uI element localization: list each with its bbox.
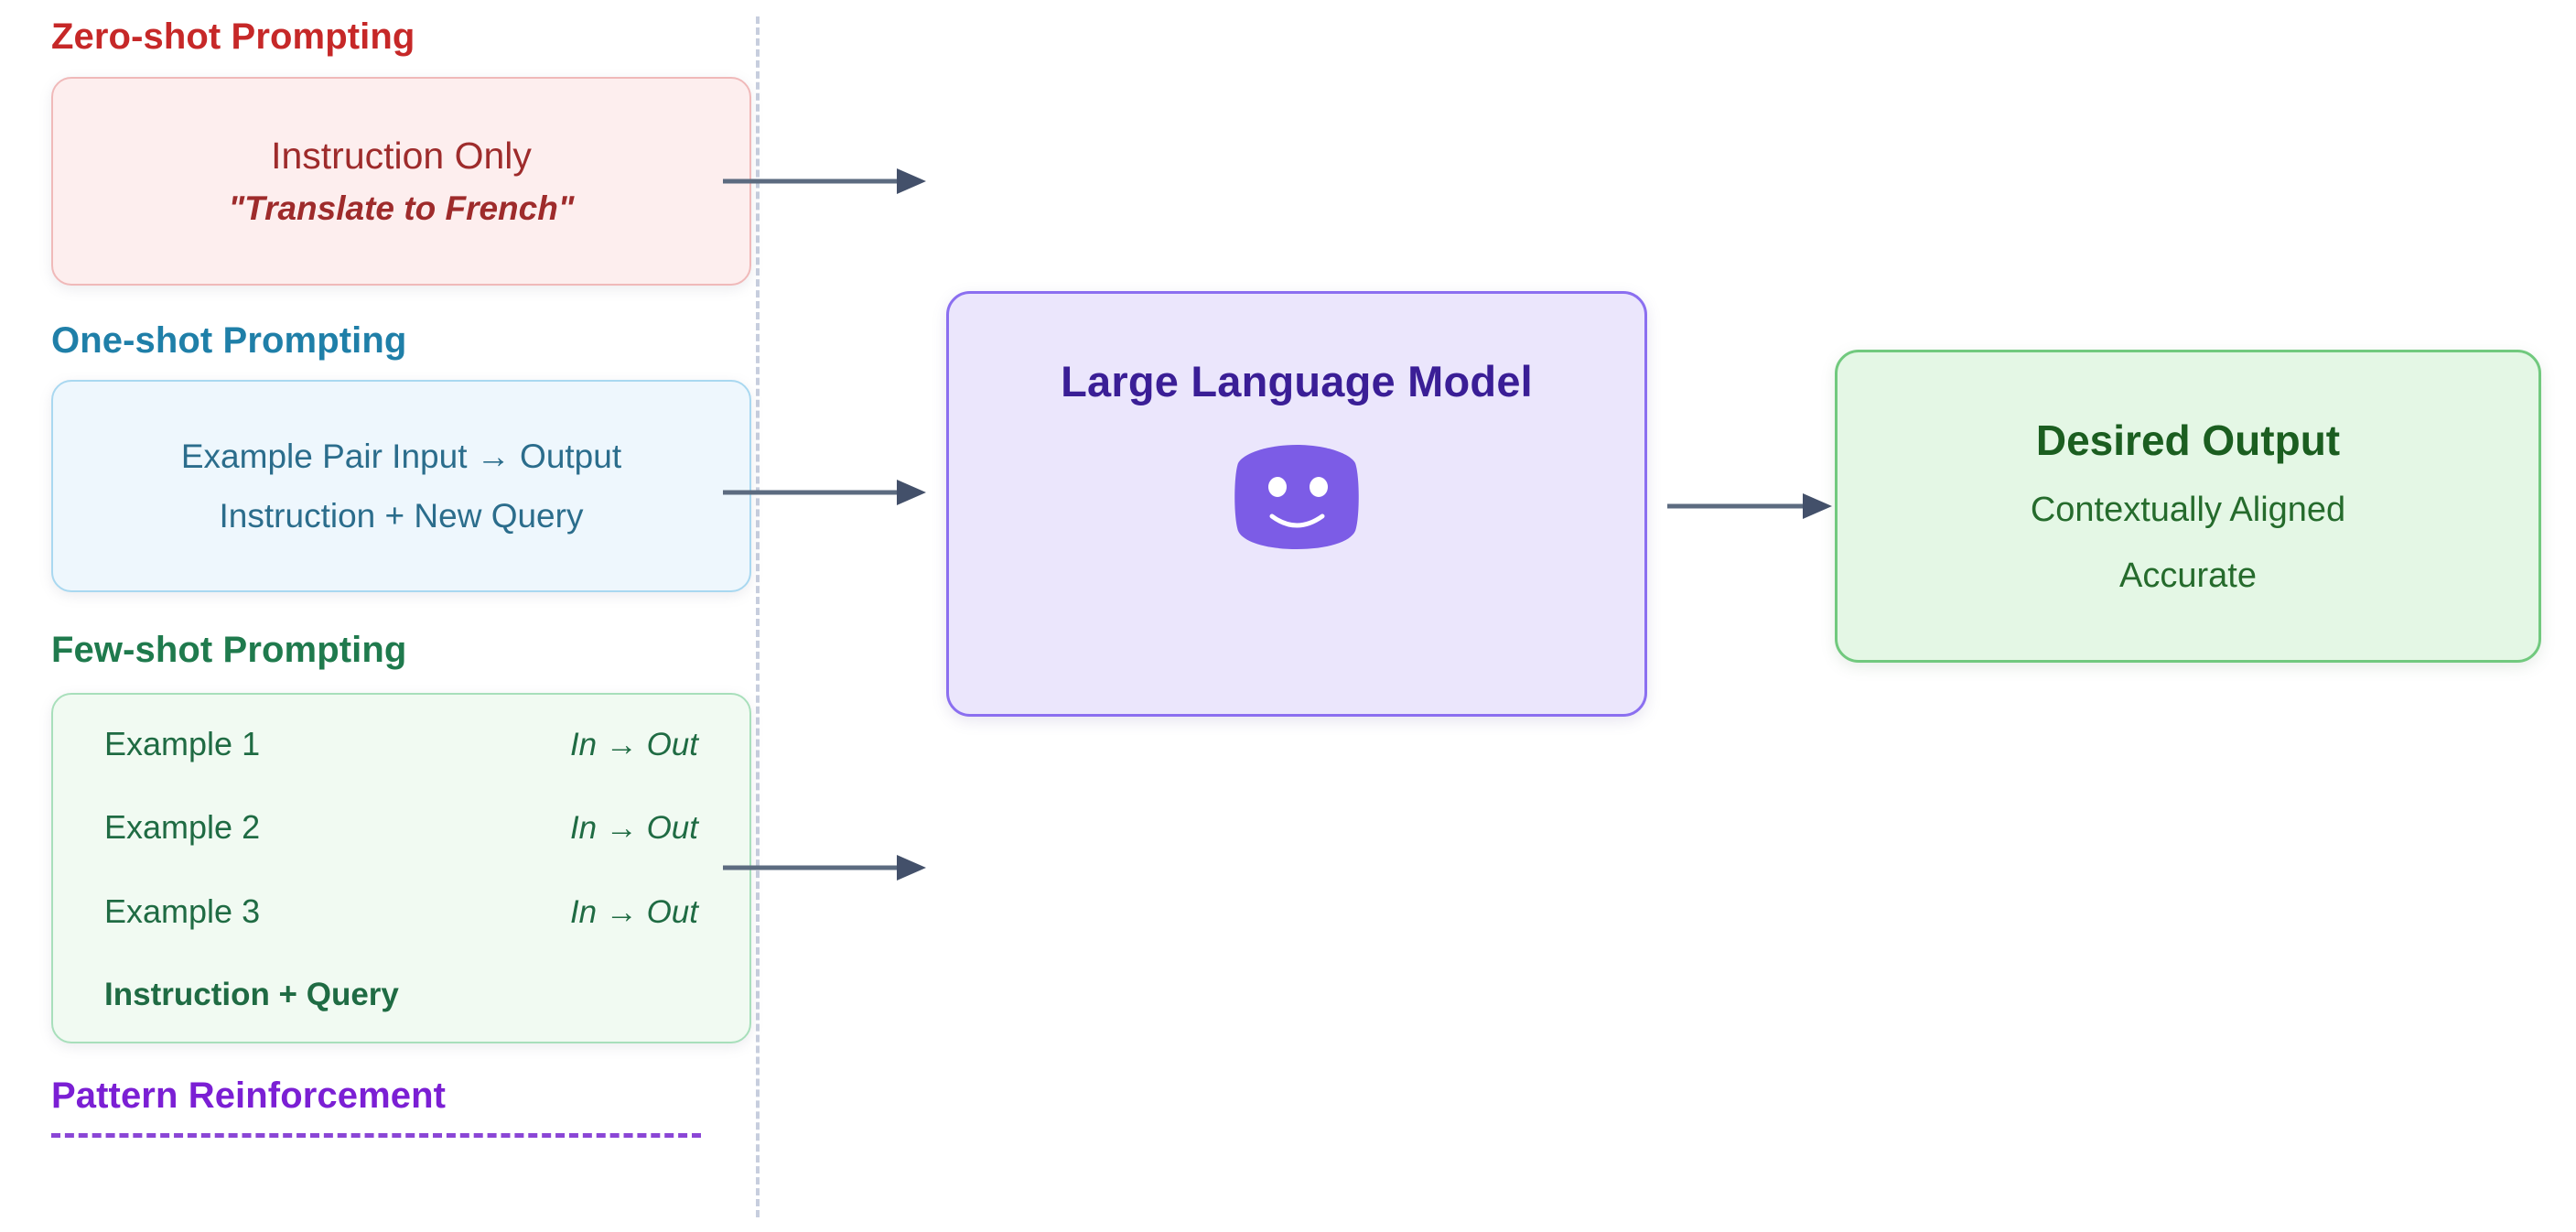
pattern-reinforcement-dashed-rule (51, 1133, 701, 1138)
one-shot-line-1: Example Pair Input → Output (180, 438, 622, 475)
model-title: Large Language Model (1061, 357, 1533, 405)
few-shot-card[interactable]: Example 1 In → Out Example 2 In → Out Ex… (51, 693, 751, 1043)
model-to-output-arrow (1667, 493, 1832, 519)
example-label: Example 2 (104, 808, 261, 847)
example-row: Example 3 In → Out (104, 892, 698, 930)
smiley-face-icon (1234, 445, 1359, 549)
one-shot-card[interactable]: Example Pair Input → Output Instruction … (51, 380, 751, 592)
example-row: Example 1 In → Out (104, 725, 698, 762)
example-label: Example 3 (104, 892, 261, 930)
zero-shot-card[interactable]: Instruction Only "Translate to French" (51, 77, 751, 286)
example-label: Example 1 (104, 725, 261, 762)
one-shot-to-model-arrow (723, 480, 926, 505)
few-shot-to-model-arrow (723, 855, 926, 881)
one-shot-line-2: Instruction + New Query (219, 497, 584, 535)
one-shot-section-title: One-shot Prompting (51, 320, 407, 361)
zero-shot-to-model-arrow (723, 168, 926, 194)
example-value: In → Out (569, 893, 698, 930)
example-value: In → Out (569, 810, 698, 847)
zero-shot-section-title: Zero-shot Prompting (51, 16, 415, 57)
large-language-model-box[interactable]: Large Language Model (946, 291, 1647, 717)
output-line-1: Contextually Aligned (2030, 491, 2346, 529)
zero-shot-line-1: Instruction Only (271, 135, 532, 177)
pattern-reinforcement-title: Pattern Reinforcement (51, 1075, 447, 1116)
desired-output-box[interactable]: Desired Output Contextually Aligned Accu… (1835, 350, 2541, 663)
example-row: Example 2 In → Out (104, 808, 698, 847)
few-shot-section-title: Few-shot Prompting (51, 630, 407, 670)
few-shot-footer: Instruction + Query (104, 976, 399, 1012)
output-line-2: Accurate (2119, 557, 2257, 595)
vertical-dashed-divider (756, 16, 760, 1217)
zero-shot-line-2: "Translate to French" (228, 189, 575, 227)
example-value: In → Out (569, 727, 698, 762)
output-title: Desired Output (2035, 416, 2341, 464)
